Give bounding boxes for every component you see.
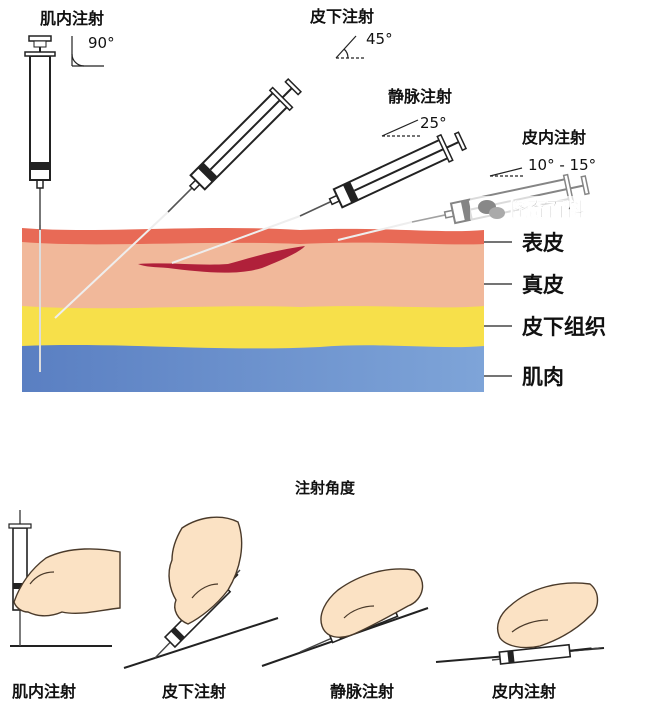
label-intravenous: 静脉注射 bbox=[388, 87, 452, 106]
caption-subcutaneous: 皮下注射 bbox=[161, 682, 226, 701]
label-subcutaneous: 皮下注射 bbox=[309, 7, 374, 26]
label-intradermal: 皮内注射 bbox=[521, 128, 586, 147]
angle-90-text: 90° bbox=[88, 34, 115, 52]
dermis-layer bbox=[22, 236, 484, 309]
layer-label-epidermis: 表皮 bbox=[522, 231, 564, 255]
skin-layers bbox=[22, 228, 484, 392]
angle-45-text: 45° bbox=[366, 30, 393, 48]
angle-marker-90 bbox=[71, 36, 104, 67]
watermark: 怪奇百科 bbox=[470, 196, 598, 222]
hand-subcutaneous bbox=[154, 516, 243, 659]
bottom-title: 注射角度 bbox=[295, 479, 356, 497]
caption-intradermal: 皮内注射 bbox=[491, 682, 556, 701]
watermark-text: 怪奇百科 bbox=[508, 198, 584, 221]
syringe-intramuscular bbox=[24, 35, 56, 230]
vein bbox=[138, 246, 305, 273]
angle-marker-25 bbox=[381, 119, 420, 137]
angle-10-15-text: 10° - 15° bbox=[528, 156, 596, 174]
wechat-icon bbox=[478, 200, 505, 219]
caption-intravenous: 静脉注射 bbox=[330, 682, 394, 701]
syringe-subcutaneous bbox=[157, 74, 306, 223]
layer-label-subcutaneous: 皮下组织 bbox=[522, 315, 606, 339]
hand-intravenous bbox=[299, 568, 424, 653]
angle-marker-10-15 bbox=[489, 167, 524, 177]
muscle-layer bbox=[22, 336, 484, 392]
hand-intradermal bbox=[491, 582, 601, 665]
syringe-intravenous bbox=[293, 126, 470, 230]
angle-25-text: 25° bbox=[420, 114, 447, 132]
layer-label-muscle: 肌肉 bbox=[522, 365, 564, 389]
layer-callouts: 表皮 真皮 皮下组织 肌肉 bbox=[484, 231, 606, 389]
label-intramuscular: 肌内注射 bbox=[40, 9, 104, 28]
layer-label-dermis: 真皮 bbox=[522, 273, 564, 297]
needle-paths bbox=[39, 211, 413, 372]
angle-marker-45 bbox=[335, 35, 364, 59]
subcutaneous-layer bbox=[22, 302, 484, 349]
epidermis-layer bbox=[22, 228, 484, 245]
caption-intramuscular: 肌内注射 bbox=[12, 682, 76, 701]
hand-intramuscular bbox=[8, 510, 121, 646]
